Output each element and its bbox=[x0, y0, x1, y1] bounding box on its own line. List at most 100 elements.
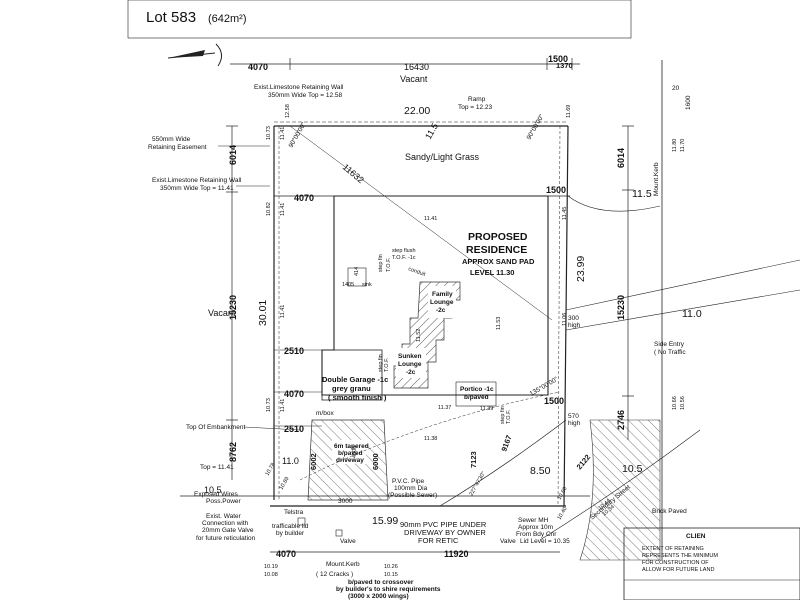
level-11-45: 11.45 bbox=[562, 207, 568, 220]
family-lounge-1: Family bbox=[432, 291, 453, 298]
retaining-wall-mid-2: 350mm Wide Top = 11.41 bbox=[160, 185, 234, 192]
step-tof-portico: T.O.F. bbox=[506, 409, 512, 424]
trafficable-1: trafficable lid bbox=[272, 523, 309, 530]
dim-11-5-right: 11.5 bbox=[632, 188, 652, 200]
level-10-78-a: 10.78 bbox=[265, 462, 277, 477]
dim-11-0-right: 11.0 bbox=[682, 308, 702, 320]
dim-23-99: 23.99 bbox=[575, 256, 587, 282]
level-10-73-b: 10.73 bbox=[266, 398, 272, 412]
dim-1500-low: 1500 bbox=[544, 396, 564, 406]
valve-1: Valve bbox=[340, 538, 356, 545]
mount-kerb-right: Mount.Kerb bbox=[653, 162, 660, 196]
pvc-under-3: FOR RETIC bbox=[418, 536, 459, 545]
driveway-1: 6m tapered bbox=[334, 443, 369, 450]
pvc-under-1: 90mm PVC PIPE UNDER bbox=[400, 520, 487, 529]
step-fin-portico: step fin bbox=[500, 406, 506, 424]
garage-outline bbox=[321, 349, 383, 401]
step-tof-top: T.O.F. bbox=[386, 257, 392, 272]
driveway-3: driveway bbox=[336, 457, 364, 464]
portico-box bbox=[455, 381, 497, 407]
lot-area: (642m²) bbox=[208, 13, 247, 25]
angle-227: 227°47'30" bbox=[469, 471, 488, 497]
trafficable-2: by builder bbox=[276, 530, 305, 537]
portico-1: Portico -1c bbox=[460, 386, 494, 393]
dim-8762: 8762 bbox=[228, 442, 238, 462]
client-4: FOR CONSTRUCTION OF bbox=[642, 560, 709, 566]
pvc-1: P.V.C. Pipe bbox=[392, 478, 425, 485]
step-flush-2: T.O.F. -1c bbox=[392, 255, 416, 261]
sewer-2: Approx 10m bbox=[518, 524, 553, 531]
header-frame bbox=[127, 0, 632, 39]
angle-90-left: 90°00'00" bbox=[287, 120, 308, 149]
level-11-41-e: 11.41 bbox=[280, 399, 286, 412]
dim-6002: 6002 bbox=[309, 453, 318, 470]
brick-paved: Brick Paved bbox=[652, 508, 687, 515]
crossover-1: b/paved to crossover bbox=[348, 579, 414, 586]
dim-4070-bottom: 4070 bbox=[276, 549, 296, 559]
level-11-37: 11.37 bbox=[438, 405, 451, 411]
sunken-lounge-3: -2c bbox=[406, 369, 416, 376]
water-2: Connection with bbox=[202, 520, 249, 527]
mount-kerb-bottom-1: Mount.Kerb bbox=[326, 561, 360, 568]
dim-11-5: 11.5 bbox=[423, 121, 440, 141]
level-11-53: 11.53 bbox=[496, 317, 502, 330]
client-2: EXTENT OF RETAINING bbox=[642, 546, 704, 552]
step-tof-garage: T.O.F. bbox=[384, 357, 390, 372]
dim-15-99: 15.99 bbox=[372, 515, 398, 527]
label-sandy-grass: Sandy/Light Grass bbox=[405, 152, 480, 162]
client-5: ALLOW FOR FUTURE LAND bbox=[642, 567, 714, 573]
retaining-wall-mid-1: Exist.Limestone Retaining Wall bbox=[152, 177, 242, 184]
level-11-06: 11.06 bbox=[562, 313, 568, 326]
side-entry-2: ( No Traffic bbox=[654, 349, 686, 356]
dim-2122: 2122 bbox=[575, 453, 593, 472]
dim-11632: 11632 bbox=[341, 162, 366, 185]
top-embankment: Top Of Embankment bbox=[186, 424, 245, 431]
valve-2: Valve bbox=[500, 538, 516, 545]
h570-1: 570 bbox=[568, 413, 579, 420]
dim-30-01: 30.01 bbox=[257, 300, 269, 326]
dim-11920: 11920 bbox=[444, 549, 469, 559]
angle-90-right: 90°00'00" bbox=[525, 112, 546, 141]
dim-10-89: 10.89 bbox=[279, 476, 291, 491]
dim-20: 20 bbox=[672, 85, 680, 92]
dim-6014-right: 6014 bbox=[616, 148, 626, 168]
dim-8-50: 8.50 bbox=[530, 465, 551, 477]
client-legend-box bbox=[623, 527, 800, 600]
dim-6000: 6000 bbox=[371, 453, 380, 470]
portico-2: b/paved bbox=[464, 394, 489, 401]
family-lounge-2: Lounge bbox=[430, 299, 454, 306]
retaining-easement-1: 550mm Wide bbox=[152, 136, 191, 143]
level-11-52: 11.52 bbox=[416, 329, 422, 342]
corner-truncation bbox=[439, 419, 567, 507]
dim-10-5-left: 10.5 bbox=[204, 485, 222, 495]
exposed-wires-2: Poss.Power bbox=[206, 498, 242, 505]
dim-1500-top: 1500 bbox=[548, 54, 568, 64]
level-11-41-c: 11.41 bbox=[280, 305, 286, 318]
brick-paved-area bbox=[579, 419, 661, 561]
dim-15230-left: 15230 bbox=[228, 295, 238, 320]
dim-10-5-right: 10.5 bbox=[622, 463, 643, 475]
sewer-4: Lid Level = 10.35 bbox=[520, 538, 570, 545]
retaining-wall-top-1: Exist.Limestone Retaining Wall bbox=[254, 84, 344, 91]
residence-title-4: LEVEL 11.30 bbox=[470, 268, 514, 277]
water-4: for future reticulation bbox=[196, 535, 256, 542]
step-fin-garage: step fin bbox=[378, 354, 384, 372]
exposed-wires-1: Exposed Wires bbox=[194, 491, 238, 498]
dim-10-60: 10.60 bbox=[557, 486, 569, 501]
level-10-73: 10.73 bbox=[266, 126, 272, 140]
h570-2: high bbox=[568, 420, 581, 427]
family-lounge-3: -2c bbox=[436, 307, 446, 314]
level-10-56: 10.56 bbox=[680, 396, 686, 410]
sewer-1: Sewer MH bbox=[518, 517, 549, 524]
crossover-2: by builder's to shire requirements bbox=[336, 586, 441, 593]
side-entry-1: Side Entry bbox=[654, 341, 685, 348]
dim-1500-mid: 1500 bbox=[546, 185, 566, 195]
ramp-1: Ramp bbox=[468, 96, 486, 103]
level-11-70: 11.70 bbox=[680, 139, 686, 152]
num-414: 414 bbox=[354, 267, 360, 276]
level-10-82: 10.82 bbox=[266, 202, 272, 216]
h300-1: 300 bbox=[568, 315, 579, 322]
dim-9167: 9167 bbox=[499, 434, 513, 453]
h300-2: high bbox=[568, 322, 581, 329]
level-10-26: 10.26 bbox=[384, 564, 398, 570]
